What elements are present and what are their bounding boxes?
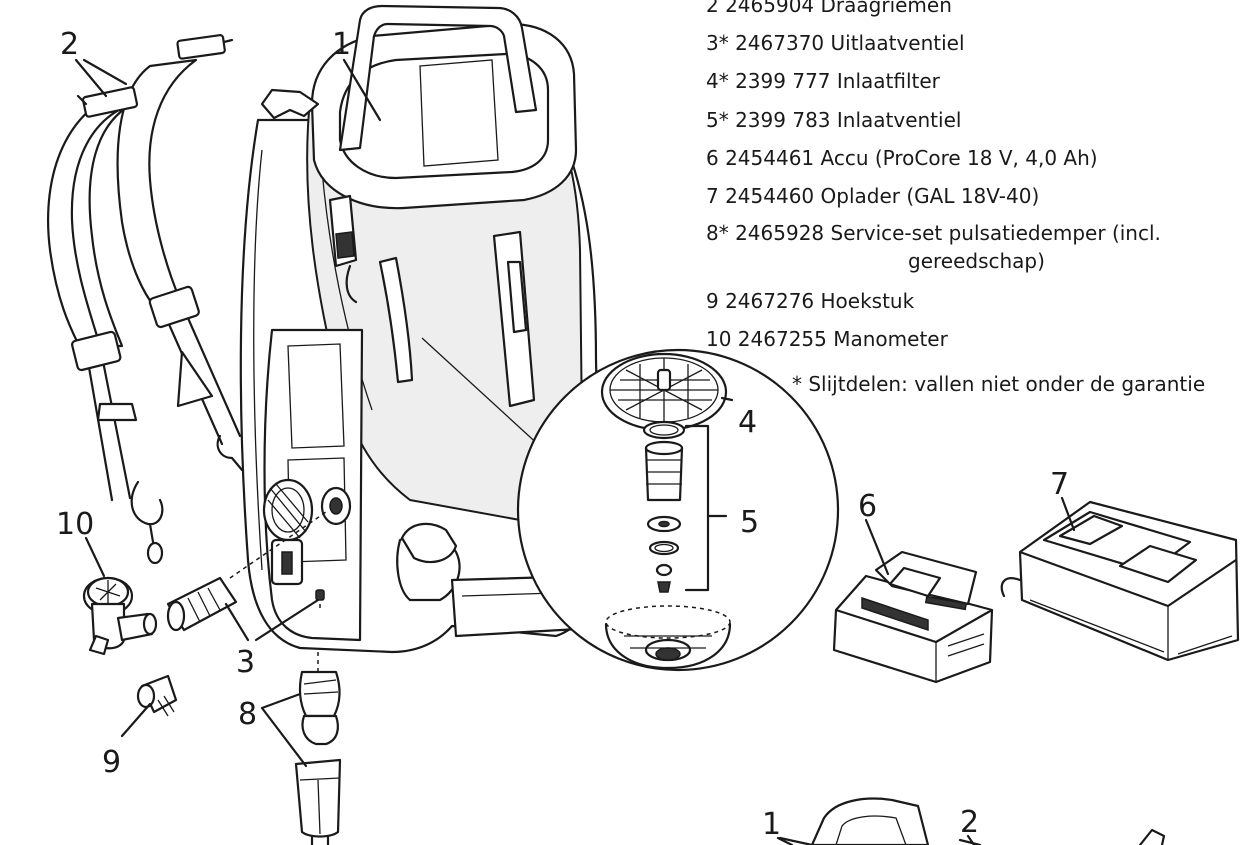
parts-list-item: 9 2467276 Hoekstuk [706,289,915,314]
leader-line-10 [84,536,106,578]
callout-5: 5 [740,505,759,540]
parts-list-item: 3* 2467370 Uitlaatventiel [706,31,965,56]
callout-8: 8 [238,697,257,732]
wear-parts-footnote: * Slijtdelen: vallen niet onder de garan… [792,372,1206,396]
leader-line-6 [864,518,890,576]
callout-9: 9 [102,745,121,780]
leader-line-8 [260,692,308,768]
callout-10: 10 [56,507,94,542]
backpack-sprayer-illustration [239,4,602,654]
parts-list-item: 5* 2399 783 Inlaatventiel [706,107,962,132]
leader-line-b1 [776,836,794,845]
parts-list-item-continuation: gereedschap) [908,249,1045,274]
parts-list: 2 2465904 Draagriemen 3* 2467370 Uitlaat… [706,0,1236,359]
parts-list-item: 2 2465904 Draagriemen [706,0,952,17]
pressure-gauge-illustration [82,576,158,656]
callout-4: 4 [738,405,757,440]
leader-line-7 [1060,496,1076,532]
leader-line-4 [720,396,734,402]
callout-2: 2 [60,27,79,62]
callout-bottom-2: 2 [960,805,979,840]
pulsation-damper-illustration [294,670,342,845]
parts-list-item: 10 2467255 Manometer [706,327,948,352]
leader-line-b2 [966,834,976,845]
inlet-valve-illustration [642,420,710,593]
parts-list-item: 6 2454461 Accu (ProCore 18 V, 4,0 Ah) [706,145,1098,170]
leader-line-1 [342,58,382,122]
charger-illustration [1000,500,1240,662]
pump-knob [262,478,314,586]
leader-line-9 [120,702,152,738]
parts-list-item: 8* 2465928 Service-set pulsatiedemper (i… [706,215,1236,282]
callout-bottom-1: 1 [762,807,781,842]
leader-line-3 [224,598,320,642]
parts-list-item: 4* 2399 777 Inlaatfilter [706,69,940,94]
inlet-detail-magnifier [421,337,840,672]
parts-list-item: 7 2454460 Oplader (GAL 18V-40) [706,183,1040,208]
callout-1: 1 [332,27,351,62]
outlet-valve-connector-illustration [166,576,325,632]
battery-illustration [832,550,994,684]
inlet-filter-illustration [600,352,728,432]
callout-7: 7 [1050,467,1069,502]
secondary-diagram-fragment [778,797,1166,845]
shoulder-straps-illustration [46,34,244,565]
leader-line-2 [74,58,128,98]
callout-3: 3 [236,645,255,680]
callout-6: 6 [858,489,877,524]
